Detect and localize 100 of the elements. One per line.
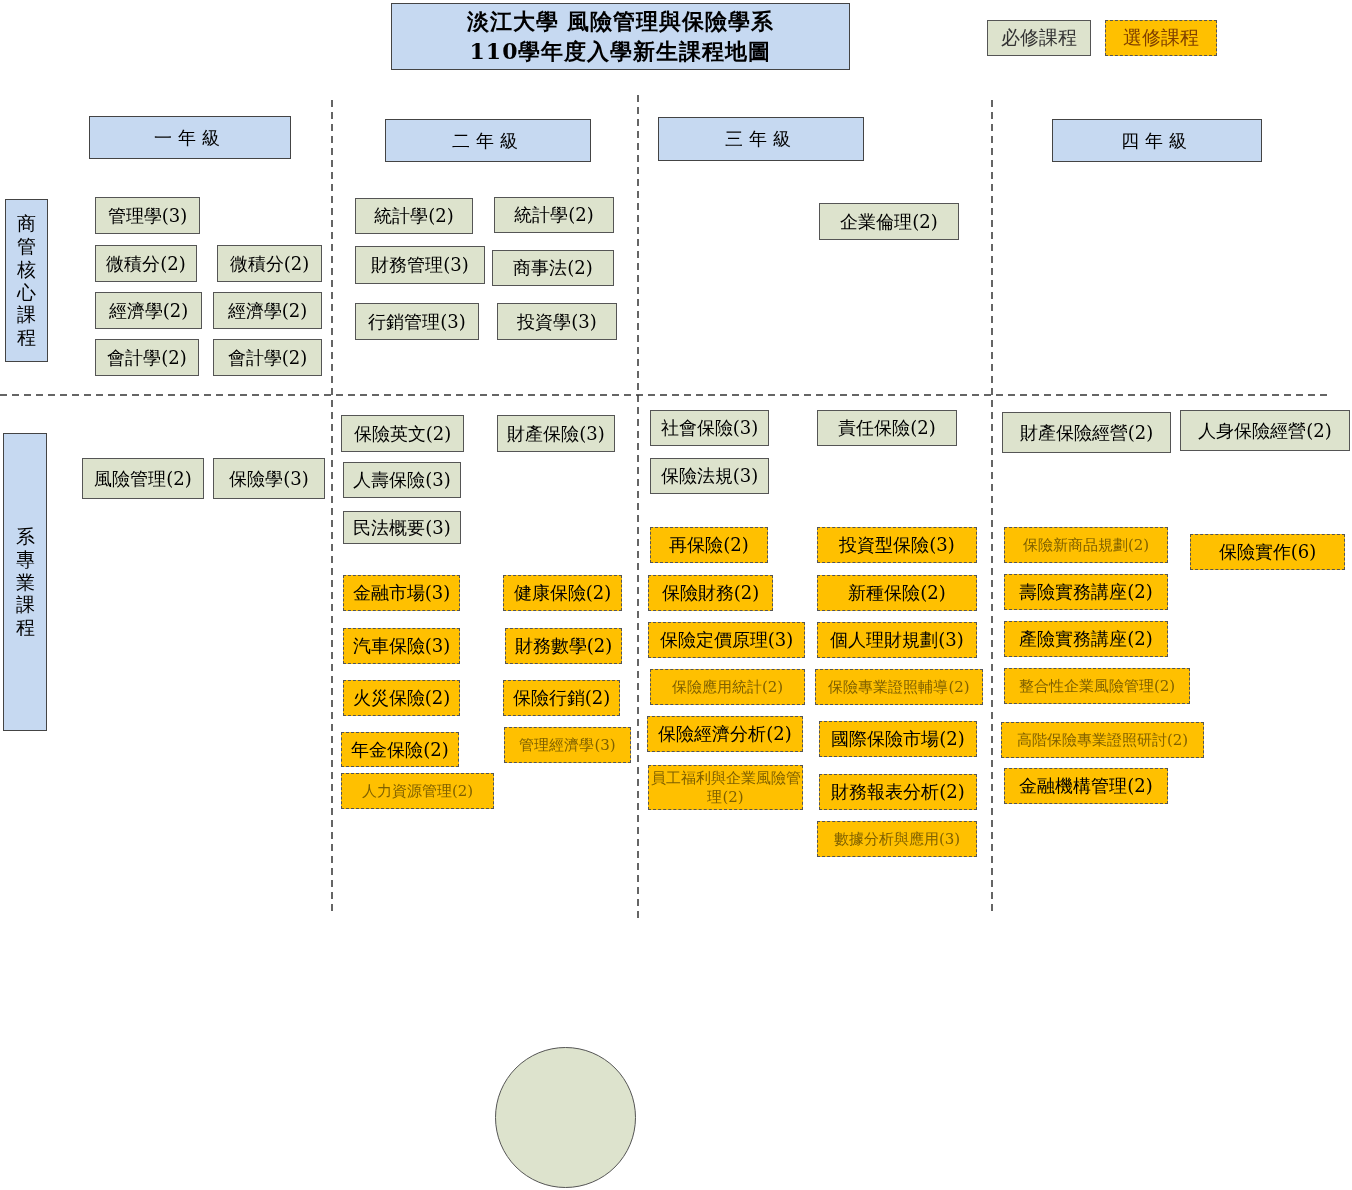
- course-name: 民法概要(3): [353, 515, 451, 540]
- year-label: 二年級: [452, 128, 524, 153]
- year-label: 三年級: [725, 127, 797, 151]
- required-course-box: [355, 303, 479, 340]
- course-name: 經濟學(2): [227, 298, 308, 323]
- course-name: 人身保險經營(2): [1198, 418, 1332, 443]
- course-name: 保險行銷(2): [512, 686, 611, 710]
- course-name: 保險實作(6): [1218, 540, 1317, 564]
- elective-course-box: [1190, 534, 1345, 570]
- course-name: 保險英文(2): [353, 421, 452, 446]
- required-course-box: [497, 415, 615, 452]
- track-label: 商管核心課程: [17, 212, 36, 349]
- elective-course-box: [341, 773, 494, 809]
- course-name: 再保險(2): [669, 533, 749, 557]
- year-label: 一年級: [154, 125, 226, 150]
- elective-course-box: [819, 721, 977, 757]
- year-header: [385, 119, 591, 162]
- required-course-box: [95, 292, 202, 329]
- elective-course-box: [1004, 621, 1168, 657]
- course-name: 商事法(2): [513, 256, 593, 280]
- elective-course-box: [647, 716, 803, 752]
- elective-course-box: [819, 774, 977, 810]
- elective-course-box: [1004, 668, 1190, 704]
- required-course-box: [213, 339, 322, 376]
- elective-course-box: [1004, 527, 1168, 563]
- required-course-box: [343, 462, 461, 498]
- elective-course-box: [648, 575, 773, 611]
- course-name: 新種保險(2): [848, 581, 946, 605]
- required-course-box: [817, 410, 957, 446]
- required-course-box: [355, 246, 485, 284]
- course-name: 員工福利與企業風險管理(2): [649, 768, 802, 807]
- course-name: 風險管理(2): [94, 466, 192, 491]
- elective-course-box: [1001, 722, 1204, 758]
- course-name: 個人理財規劃(3): [830, 628, 964, 652]
- title-box: [391, 3, 850, 70]
- elective-course-box: [817, 575, 977, 611]
- required-course-box: [355, 198, 473, 234]
- course-name: 年金保險(2): [351, 737, 449, 762]
- course-name: 健康保險(2): [513, 581, 612, 605]
- course-name: 財產保險(3): [507, 421, 605, 446]
- required-course-box: [494, 197, 614, 233]
- year-header: [89, 116, 291, 159]
- elective-course-box: [505, 628, 622, 664]
- required-course-box: [650, 458, 769, 494]
- course-name: 人力資源管理(2): [361, 781, 474, 801]
- course-name: 整合性企業風險管理(2): [1018, 676, 1176, 696]
- legend-label: 必修課程: [1001, 25, 1077, 50]
- required-course-box: [492, 250, 614, 286]
- course-name: 保險應用統計(2): [671, 677, 784, 697]
- course-name: 財務報表分析(2): [831, 780, 965, 804]
- course-name: 金融機構管理(2): [1019, 774, 1153, 798]
- course-name: 產險實務講座(2): [1019, 627, 1153, 651]
- elective-course-box: [503, 680, 620, 716]
- course-name: 高階保險專業證照研討(2): [1016, 730, 1189, 750]
- required-course-box: [1002, 412, 1171, 453]
- year-label: 四年級: [1121, 128, 1193, 153]
- course-name: 經濟學(2): [108, 298, 189, 323]
- course-name: 財務管理(3): [371, 253, 469, 277]
- course-name: 管理經濟學(3): [519, 735, 616, 755]
- course-name: 保險定價原理(3): [659, 628, 794, 652]
- course-name: 壽險實務講座(2): [1019, 580, 1153, 604]
- elective-course-box: [815, 669, 983, 705]
- year-header: [658, 117, 864, 161]
- course-name: 統計學(2): [514, 203, 594, 227]
- title-text: 110學年度入學新生課程地圖: [469, 36, 772, 66]
- elective-course-box: [648, 622, 805, 658]
- title-text: 淡江大學 風險管理與保險學系: [466, 6, 775, 36]
- course-name: 會計學(2): [107, 345, 187, 370]
- required-course-box: [497, 303, 617, 340]
- year-header: [1052, 119, 1262, 162]
- course-name: 金融市場(3): [352, 581, 451, 605]
- required-course-box: [95, 245, 197, 282]
- course-name: 財產保險經營(2): [1019, 420, 1154, 445]
- required-course-box: [650, 410, 769, 446]
- elective-course-box: [503, 575, 622, 611]
- legend-label: 選修課程: [1123, 25, 1199, 50]
- track-label: 系專業課程: [15, 525, 35, 639]
- course-name: 火災保險(2): [352, 686, 451, 710]
- elective-course-box: [817, 821, 977, 857]
- track-header: [5, 199, 48, 362]
- required-course-box: [95, 339, 199, 376]
- elective-course-box: [343, 575, 460, 611]
- course-name: 行銷管理(3): [368, 309, 466, 334]
- course-name: 微積分(2): [106, 251, 186, 276]
- elective-course-box: [341, 732, 459, 767]
- course-name: 保險經濟分析(2): [658, 722, 792, 746]
- course-name: 會計學(2): [227, 345, 308, 370]
- course-name: 數據分析與應用(3): [833, 829, 961, 849]
- course-name: 企業倫理(2): [840, 209, 938, 234]
- course-name: 投資學(3): [517, 309, 597, 334]
- elective-course-box: [817, 622, 977, 658]
- required-course-box: [95, 197, 200, 234]
- course-name: 保險學(3): [229, 466, 309, 491]
- course-name: 保險專業證照輔導(2): [828, 677, 970, 697]
- course-name: 保險財務(2): [661, 581, 760, 605]
- course-name: 管理學(3): [107, 203, 188, 228]
- required-course-box: [343, 511, 461, 544]
- course-name: 社會保險(3): [660, 416, 759, 440]
- required-course-box: [341, 415, 464, 452]
- elective-course-box: [817, 527, 977, 563]
